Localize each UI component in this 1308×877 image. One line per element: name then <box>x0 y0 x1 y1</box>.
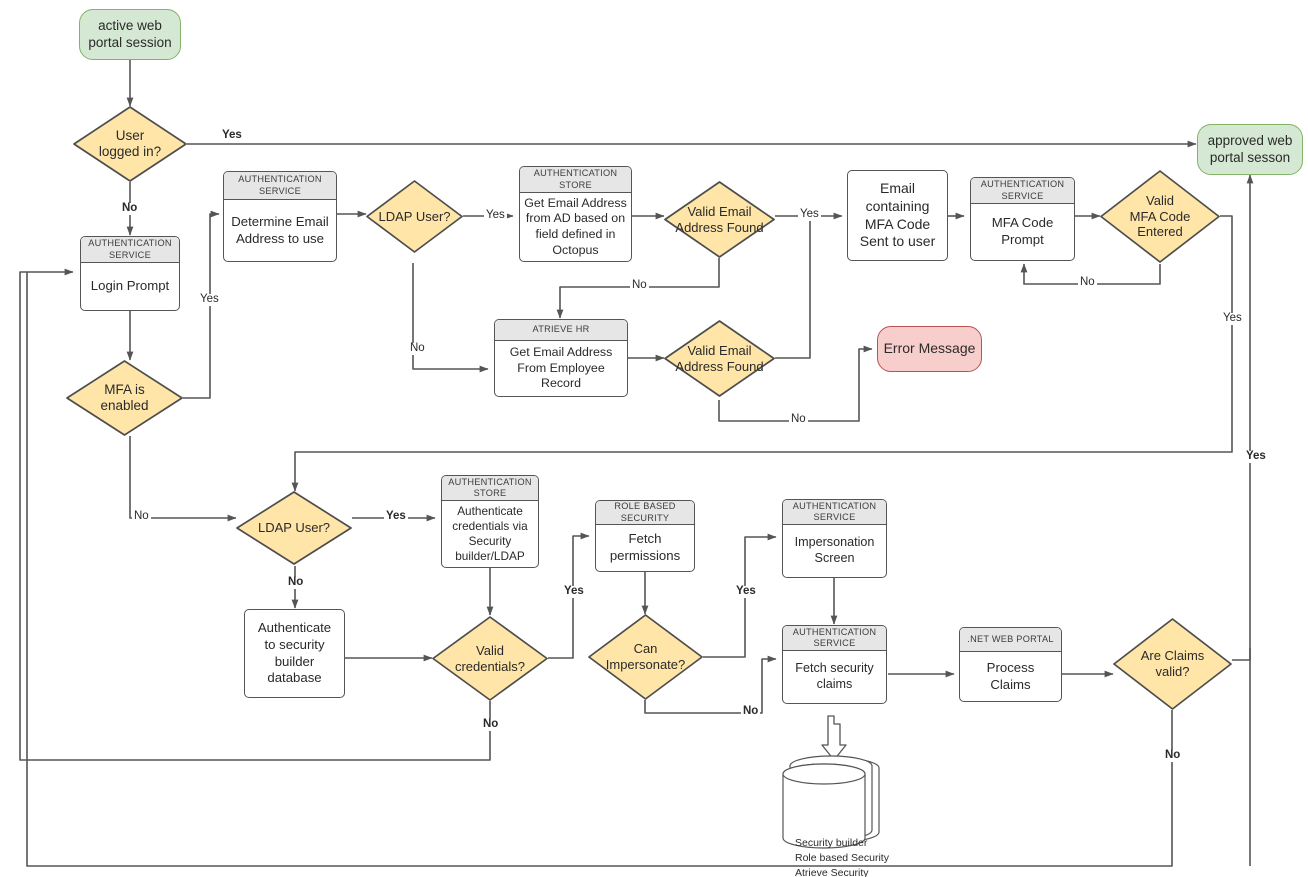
node-label: Authenticate to security builder databas… <box>257 620 332 686</box>
node-label: Valid Email Address Found <box>675 342 764 374</box>
node-mfa-is-enabled[interactable]: MFA is enabled <box>66 360 183 436</box>
node-label: Email containing MFA Code Sent to user <box>859 180 936 250</box>
edge-label-ldap-bottom-no: No <box>286 576 306 589</box>
node-valid-credentials[interactable]: Valid credentials? <box>432 616 548 701</box>
node-login-prompt[interactable]: AUTHENTICATION SERVICE Login Prompt <box>80 236 180 311</box>
node-label: MFA is enabled <box>100 381 149 413</box>
node-label: Get Email Address From Employee Record <box>509 344 613 391</box>
edge-label-mfa-code-yes: Yes <box>1221 312 1244 325</box>
node-header: AUTHENTICATION SERVICE <box>81 237 179 263</box>
node-label: Fetch permissions <box>609 531 681 563</box>
node-label: User logged in? <box>98 127 162 159</box>
edge-label-impersonate-yes: Yes <box>734 585 758 598</box>
node-header: .NET WEB PORTAL <box>960 628 1061 652</box>
node-label: Valid MFA Code Entered <box>1129 193 1191 240</box>
diamond-shape <box>73 106 187 182</box>
node-header: AUTHENTICATION STORE <box>520 167 631 193</box>
edge-label-validcreds-no: No <box>481 718 501 731</box>
node-email-containing-mfa-code[interactable]: Email containing MFA Code Sent to user <box>847 170 948 261</box>
node-label: Fetch security claims <box>795 661 874 691</box>
node-valid-email-address-found-1[interactable]: Valid Email Address Found <box>664 181 775 258</box>
edge-label-impersonate-no: No <box>741 705 761 718</box>
node-can-impersonate[interactable]: Can Impersonate? <box>588 614 703 700</box>
diamond-shape <box>1113 618 1232 710</box>
node-label: LDAP User? <box>378 208 451 224</box>
node-header: AUTHENTICATION STORE <box>442 476 538 501</box>
node-ldap-user-top[interactable]: LDAP User? <box>366 180 463 253</box>
edge-label-ldap-top-no: No <box>408 342 427 355</box>
edge-label-claims-valid-no: No <box>1163 749 1183 762</box>
node-user-logged-in[interactable]: User logged in? <box>73 106 187 182</box>
edge-label-ldap-top-yes: Yes <box>484 209 507 222</box>
database-label: Security builder Role based Security Atr… <box>795 837 889 877</box>
node-security-database[interactable]: Security builder Role based Security Atr… <box>775 752 900 877</box>
node-header: ROLE BASED SECURITY <box>596 501 694 525</box>
node-valid-email-address-found-2[interactable]: Valid Email Address Found <box>664 320 775 397</box>
node-label: MFA Code Prompt <box>991 215 1054 247</box>
edge-label-mfa-no: No <box>132 510 151 523</box>
node-label: Impersonation Screen <box>794 535 875 565</box>
edge-label-claims-yes-riser: Yes <box>1244 450 1268 463</box>
edge-label-logged-in-no: No <box>120 202 140 215</box>
edge-claims-valid-yes <box>1232 648 1251 661</box>
node-process-claims[interactable]: .NET WEB PORTAL Process Claims <box>959 627 1062 702</box>
node-header: AUTHENTICATION SERVICE <box>224 172 336 200</box>
node-label: Process Claims <box>986 659 1035 692</box>
node-label: Can Impersonate? <box>605 641 686 672</box>
node-label: Are Claims valid? <box>1140 648 1205 679</box>
node-approved-web-portal-session[interactable]: approved web portal sesson <box>1197 124 1303 175</box>
node-determine-email-address[interactable]: AUTHENTICATION SERVICE Determine Email A… <box>223 171 337 262</box>
edge-label-validcreds-yes: Yes <box>562 585 586 598</box>
node-fetch-security-claims[interactable]: AUTHENTICATION SERVICE Fetch security cl… <box>782 625 887 704</box>
node-get-email-from-hr[interactable]: ATRIEVE HR Get Email Address From Employ… <box>494 319 628 397</box>
diamond-shape <box>366 180 463 253</box>
node-error-message[interactable]: Error Message <box>877 326 982 372</box>
edge-label-ldap-bottom-yes: Yes <box>384 510 408 523</box>
node-label: Login Prompt <box>90 278 170 294</box>
node-impersonation-screen[interactable]: AUTHENTICATION SERVICE Impersonation Scr… <box>782 499 887 578</box>
node-ldap-user-bottom[interactable]: LDAP User? <box>236 491 352 565</box>
edge-label-valid2-no: No <box>789 413 808 426</box>
database-cylinder-icon <box>782 755 880 849</box>
diamond-shape <box>664 181 775 258</box>
node-label: Authenticate credentials via Security bu… <box>452 504 528 563</box>
node-are-claims-valid[interactable]: Are Claims valid? <box>1113 618 1232 710</box>
node-active-web-portal-session[interactable]: active web portal session <box>79 9 181 60</box>
node-label: Valid credentials? <box>454 642 526 674</box>
node-fetch-permissions[interactable]: ROLE BASED SECURITY Fetch permissions <box>595 500 695 572</box>
node-header: ATRIEVE HR <box>495 320 627 341</box>
node-authenticate-credentials-ldap[interactable]: AUTHENTICATION STORE Authenticate creden… <box>441 475 539 568</box>
node-label: Get Email Address from AD based on field… <box>524 195 627 257</box>
node-label: Valid Email Address Found <box>675 203 764 235</box>
node-label: approved web portal sesson <box>1207 132 1293 165</box>
edge-mfa-yes <box>183 210 220 399</box>
edge-label-valid1-no: No <box>630 279 649 292</box>
edge-label-valid1-yes: Yes <box>798 208 821 221</box>
node-header: AUTHENTICATION SERVICE <box>783 626 886 651</box>
diamond-shape <box>1100 170 1220 263</box>
diamond-shape <box>588 614 703 700</box>
node-valid-mfa-code-entered[interactable]: Valid MFA Code Entered <box>1100 170 1220 263</box>
edge-label-logged-in-yes: Yes <box>220 129 244 142</box>
edge-mfa-no <box>129 436 237 522</box>
diamond-shape <box>66 360 183 436</box>
node-mfa-code-prompt[interactable]: AUTHENTICATION SERVICE MFA Code Prompt <box>970 177 1075 261</box>
edge-label-mfa-code-no: No <box>1078 276 1097 289</box>
diamond-shape <box>236 491 352 565</box>
edge-label-mfa-yes: Yes <box>198 293 221 306</box>
node-get-email-from-ad[interactable]: AUTHENTICATION STORE Get Email Address f… <box>519 166 632 262</box>
edge-valid2-yes <box>775 216 811 359</box>
node-label: Error Message <box>883 340 976 357</box>
node-header: AUTHENTICATION SERVICE <box>971 178 1074 204</box>
node-label: Determine Email Address to use <box>231 213 329 246</box>
node-header: AUTHENTICATION SERVICE <box>783 500 886 525</box>
diamond-shape <box>432 616 548 701</box>
diamond-shape <box>664 320 775 397</box>
node-authenticate-security-builder-db[interactable]: Authenticate to security builder databas… <box>244 609 345 698</box>
node-label: LDAP User? <box>257 520 330 536</box>
node-label: active web portal session <box>88 17 172 50</box>
